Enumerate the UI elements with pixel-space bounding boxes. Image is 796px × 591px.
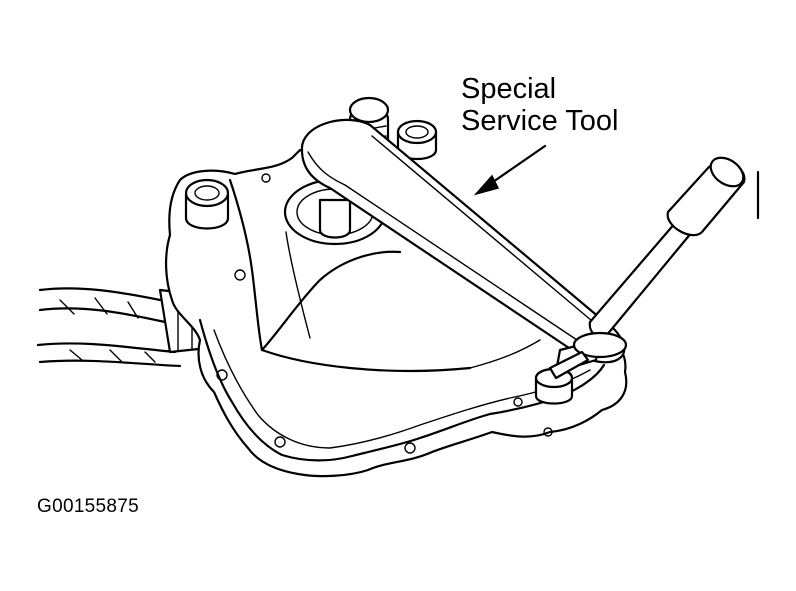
service-tool-handle — [588, 156, 760, 339]
callout-arrow — [473, 144, 547, 196]
callout-label-line1: Special — [461, 73, 557, 105]
top-bolt — [396, 119, 438, 161]
transmission-housing — [164, 148, 628, 478]
tool-pin — [534, 331, 628, 405]
housing-boss — [184, 178, 230, 230]
figure-id-label: G00155875 — [37, 496, 140, 517]
service-tool-bar — [300, 118, 626, 364]
callout-label-line2: Service Tool — [461, 105, 619, 137]
